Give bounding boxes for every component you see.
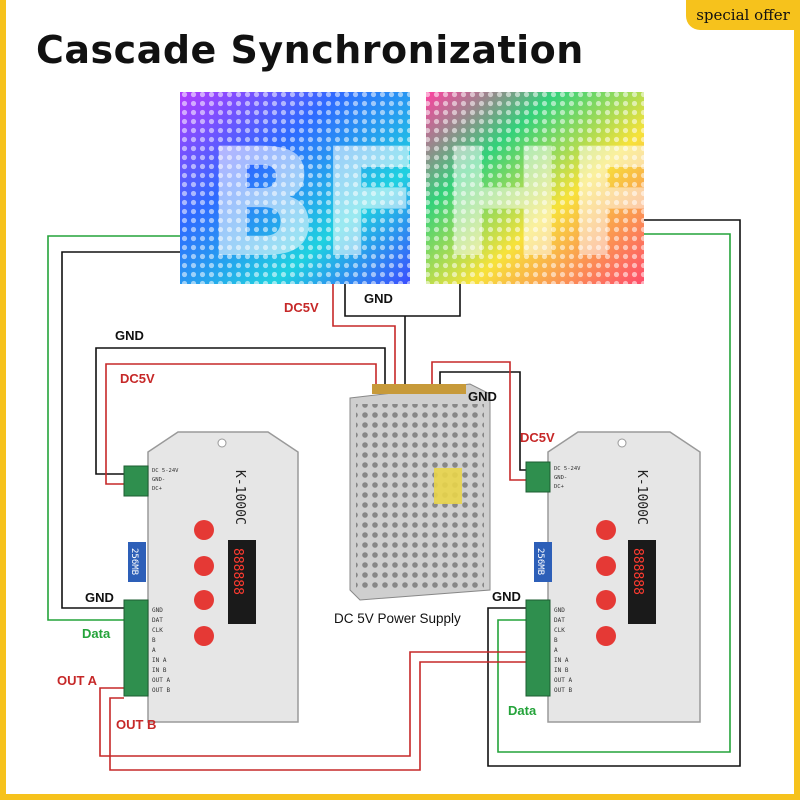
out-b-wire xyxy=(109,661,528,771)
terminal-label: IN B xyxy=(554,667,569,674)
terminal-label: A xyxy=(554,647,558,654)
controller-left-model: K-1000C xyxy=(232,470,247,525)
controller-right-display: 888888 xyxy=(630,548,645,595)
right-bottom-terminal-labels: GND DAT CLK BA IN A IN B OUT A OUT B xyxy=(554,607,572,694)
terminal-label: CLK xyxy=(554,627,565,634)
gnd-label-right-out: GND xyxy=(492,589,521,604)
terminal-label: B xyxy=(152,637,156,644)
terminal-label: DAT xyxy=(152,617,163,624)
terminal-label: GND xyxy=(554,607,565,614)
power-supply-label: DC 5V Power Supply xyxy=(334,611,461,626)
gnd-label-left: GND xyxy=(115,328,144,343)
terminal-label: OUT A xyxy=(554,677,572,684)
special-offer-badge[interactable]: special offer xyxy=(686,0,800,30)
gnd-wire-right-panel xyxy=(487,219,741,767)
terminal-label: A xyxy=(152,647,156,654)
right-panel-letters: HF xyxy=(440,117,668,291)
gnd-wire-left-panel xyxy=(61,251,180,609)
page-title: Cascade Synchronization xyxy=(36,28,584,72)
controller-left xyxy=(123,431,299,723)
terminal-label: OUT B xyxy=(554,687,572,694)
right-top-terminal-labels: DC 5-24V GND- DC+ xyxy=(554,466,581,490)
gnd-label-top: GND xyxy=(364,291,393,306)
terminal-label: DC+ xyxy=(554,484,565,490)
power-supply xyxy=(349,383,491,601)
out-a-label: OUT A xyxy=(57,673,97,688)
dc5v-label-top: DC5V xyxy=(284,300,319,315)
led-panel-left: BF xyxy=(180,92,422,291)
terminal-label: GND- xyxy=(152,477,165,483)
dc5v-label-right: DC5V xyxy=(520,430,555,445)
terminal-label: GND- xyxy=(554,475,567,481)
terminal-label: DC 5-24V xyxy=(152,468,179,474)
terminal-label: B xyxy=(554,637,558,644)
terminal-label: DAT xyxy=(554,617,565,624)
led-panel-right: HF xyxy=(426,92,668,291)
controller-right-model: K-1000C xyxy=(634,470,649,525)
out-a-wire xyxy=(99,651,528,757)
controller-left-card: 256MB xyxy=(129,548,139,575)
terminal-label: CLK xyxy=(152,627,163,634)
out-b-label: OUT B xyxy=(116,717,157,732)
gnd-label-psu: GND xyxy=(468,389,497,404)
terminal-label: IN B xyxy=(152,667,167,674)
controller-left-display: 888888 xyxy=(230,548,245,595)
controller-right-card: 256MB xyxy=(535,548,545,575)
left-panel-letters: BF xyxy=(205,117,422,291)
data-label-left: Data xyxy=(82,626,111,641)
data-label-right: Data xyxy=(508,703,537,718)
dc5v-wire-right xyxy=(431,361,548,481)
terminal-label: OUT A xyxy=(152,677,170,684)
terminal-label: OUT B xyxy=(152,687,170,694)
terminal-label: DC 5-24V xyxy=(554,466,581,472)
left-bottom-terminal-labels: GND DAT CLK BA IN A IN B OUT A OUT B xyxy=(152,607,170,694)
dc5v-wire-left xyxy=(105,363,377,485)
controller-right xyxy=(525,431,701,723)
gnd-wire-top xyxy=(344,284,461,317)
terminal-label: DC+ xyxy=(152,486,163,492)
data-wire-right-panel xyxy=(497,233,731,753)
terminal-label: GND xyxy=(152,607,163,614)
left-top-terminal-labels: DC 5-24V GND- DC+ xyxy=(152,468,179,492)
terminal-label: IN A xyxy=(152,657,167,664)
data-wire-left-panel xyxy=(47,235,180,621)
dc5v-label-left: DC5V xyxy=(120,371,155,386)
gnd-label-left-out: GND xyxy=(85,590,114,605)
terminal-label: IN A xyxy=(554,657,569,664)
dc5v-wire-top xyxy=(332,284,396,388)
